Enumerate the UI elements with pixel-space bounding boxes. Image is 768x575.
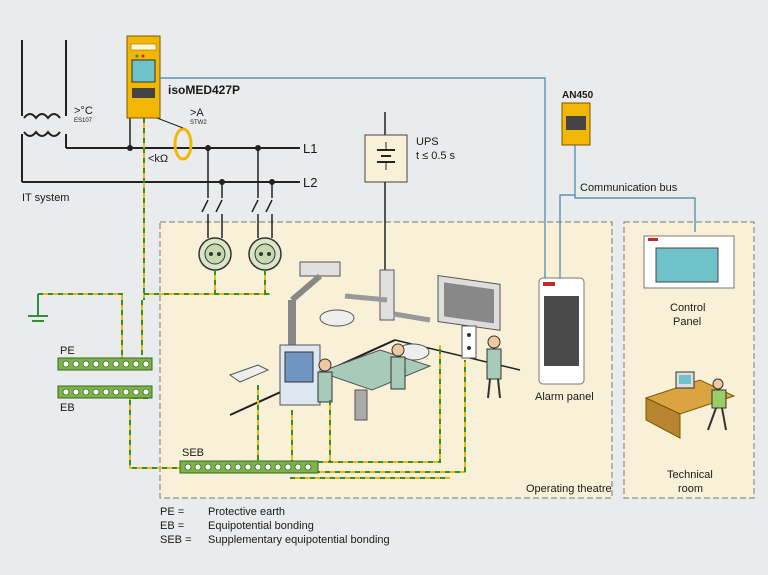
pe-busbar: [57, 357, 153, 371]
legend-row: EB = Equipotential bonding: [160, 519, 390, 533]
legend-key: SEB =: [160, 534, 192, 546]
legend: PE = Protective earth EB = Equipotential bo…: [160, 505, 390, 547]
transformer: [21, 40, 67, 182]
amp-sublabel: STW2: [190, 120, 207, 126]
amp-label: >A: [190, 107, 204, 119]
tech-room-label-1: Technical: [667, 469, 713, 481]
earth-symbol-icon: [28, 294, 48, 322]
legend-value: Equipotential bonding: [208, 520, 314, 532]
pe-conductors: [38, 270, 466, 479]
ups-label: UPS: [416, 136, 439, 148]
operating-theatre-illustration: [228, 261, 521, 421]
operating-theatre-label: Operating theatre: [526, 483, 612, 495]
comm-bus-label: Communication bus: [580, 182, 678, 194]
legend-row: SEB = Supplementary equipotential bonding: [160, 533, 390, 547]
alarm-panel-label: Alarm panel: [535, 391, 594, 403]
eb-label: EB: [60, 402, 75, 414]
temp-label: >°C: [74, 105, 93, 117]
device-name: isoMED427P: [168, 83, 240, 97]
legend-key: EB =: [160, 520, 185, 532]
l1-label: L1: [303, 141, 317, 156]
seb-busbar: [179, 460, 319, 474]
seb-label: SEB: [182, 447, 204, 459]
workstation-icon: [644, 371, 736, 439]
l2-label: L2: [303, 175, 317, 190]
it-system-label: IT system: [22, 192, 69, 204]
ups-box: [364, 112, 408, 280]
socket-2-icon: [248, 237, 282, 271]
bus-line-device: [160, 77, 546, 278]
legend-key: PE =: [160, 506, 185, 518]
eb-busbar: [57, 385, 153, 399]
alarm-panel-device: [538, 277, 585, 385]
socket-1-icon: [198, 237, 232, 271]
control-panel-device: [643, 235, 735, 289]
bus-line-an450: [574, 145, 696, 232]
control-panel-label-2: Panel: [673, 316, 701, 328]
control-panel-label-1: Control: [670, 302, 705, 314]
an450-device: [561, 102, 591, 146]
legend-value: Protective earth: [208, 506, 286, 518]
socket-circuits: [201, 148, 273, 238]
an450-label: AN450: [562, 90, 594, 101]
legend-row: PE = Protective earth: [160, 505, 390, 519]
current-transformer-icon: [173, 127, 193, 161]
tech-room-label-2: room: [678, 483, 703, 495]
pe-label: PE: [60, 345, 75, 357]
isomed-device: [126, 35, 184, 300]
temp-sublabel: ES107: [74, 118, 93, 124]
legend-value: Supplementary equipotential bonding: [208, 534, 390, 546]
bus-line-alarm: [559, 194, 575, 278]
ohm-label: <kΩ: [148, 153, 168, 165]
ups-time-label: t ≤ 0.5 s: [416, 150, 456, 162]
